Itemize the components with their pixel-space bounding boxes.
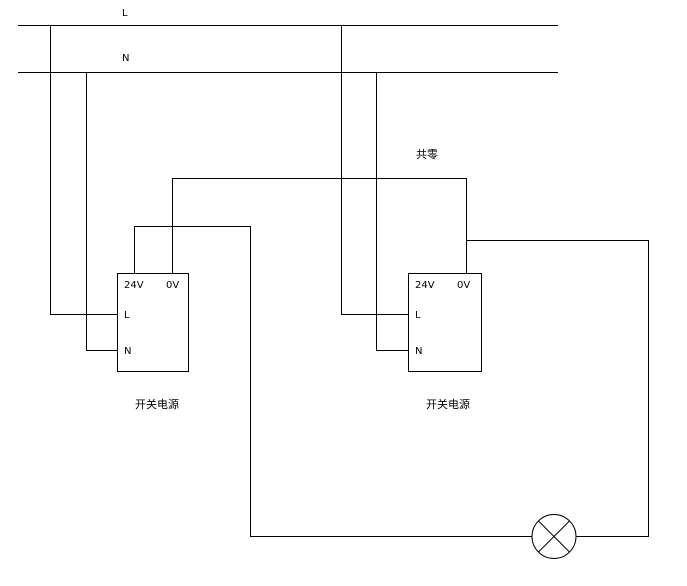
- psu2-caption: 开关电源: [426, 397, 470, 411]
- psu2-n-wire: [376, 72, 408, 351]
- psu1-24v-label: 24V: [124, 280, 144, 291]
- psu1-l-label: L: [124, 310, 130, 321]
- psu1-0v-label: 0V: [166, 280, 179, 291]
- psu1-l-wire: [50, 25, 117, 315]
- psu2-n-label: N: [415, 346, 422, 357]
- lamp: [531, 514, 577, 559]
- psu2: 24V 0V L N 开关电源: [408, 273, 482, 411]
- psu1-n-wire: [86, 72, 117, 351]
- psu1-24v-wire: [134, 226, 532, 537]
- psu1-caption: 开关电源: [135, 397, 179, 411]
- bus-n-label: N: [122, 53, 129, 64]
- lamp-return-wire: [466, 240, 649, 537]
- psu1-n-label: N: [124, 346, 131, 357]
- common-neutral-wire: [172, 178, 467, 273]
- psu2-24v-label: 24V: [415, 280, 435, 291]
- bus-l-label: L: [122, 8, 128, 19]
- psu2-l-wire: [341, 25, 408, 315]
- common-neutral-label: 共零: [416, 148, 438, 161]
- psu1: 24V 0V L N 开关电源: [117, 273, 189, 411]
- psu2-l-label: L: [415, 310, 421, 321]
- psu2-0v-label: 0V: [457, 280, 470, 291]
